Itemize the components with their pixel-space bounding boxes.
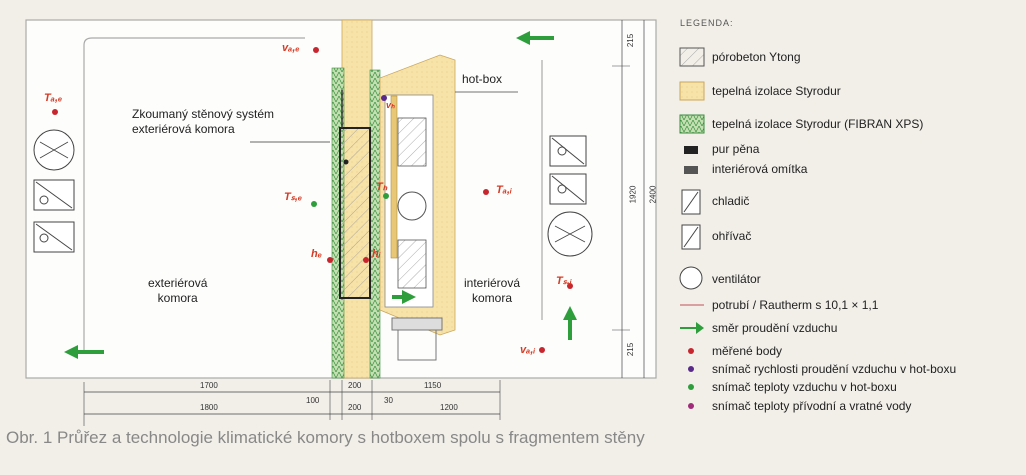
point-t-h — [383, 193, 389, 199]
legend-item: chladič — [712, 194, 750, 208]
legend-item: tepelná izolace Styrodur — [712, 84, 841, 98]
dim-1150: 1150 — [424, 381, 442, 390]
point-h-e — [327, 257, 333, 263]
point-v-ae — [313, 47, 319, 53]
point-t-ae — [52, 109, 58, 115]
dim-1700: 1700 — [200, 381, 218, 390]
label-t-ai: Tₐ,ᵢ — [496, 184, 512, 196]
dim-215-top: 215 — [626, 33, 636, 48]
wall-system-label: Zkoumaný stěnový systém exteriérová komo… — [132, 107, 275, 136]
legend-symbols — [679, 47, 705, 409]
dim-1800: 1800 — [200, 403, 218, 412]
legend-item: snímač rychlosti proudění vzduchu v hot-… — [712, 362, 957, 376]
legend-title: LEGENDA: — [680, 18, 734, 28]
label-t-ae: Tₐ,ₑ — [44, 92, 63, 104]
point-t-se — [311, 201, 317, 207]
legend-item: měřené body — [712, 344, 783, 358]
point-h-i — [363, 257, 369, 263]
label-t-si: Tₛ,ᵢ — [556, 275, 572, 287]
label-v-ai: vₐ,ᵢ — [520, 344, 536, 356]
legend-item: pur pěna — [712, 142, 760, 156]
legend-item: ventilátor — [712, 272, 761, 286]
dim-1920: 1920 — [628, 185, 638, 204]
legend-item: snímač teploty přívodní a vratné vody — [712, 399, 912, 413]
legend-item: pórobeton Ytong — [712, 50, 801, 64]
dim-200-bot: 200 — [348, 403, 362, 412]
airflow-arrow-hotbox — [392, 290, 416, 304]
point-t-ai — [483, 189, 489, 195]
legend-item: potrubí / Rautherm s 10,1 × 1,1 — [712, 298, 879, 312]
dim-2400: 2400 — [648, 185, 658, 204]
label-t-se: Tₛ,ₑ — [284, 191, 303, 203]
point-v-h — [381, 95, 387, 101]
dim-200-top: 200 — [348, 381, 362, 390]
wall-xps-right — [369, 69, 381, 379]
dim-100: 100 — [306, 396, 320, 405]
airflow-arrow-left — [64, 345, 104, 359]
legend-item: snímač teploty vzduchu v hot-boxu — [712, 380, 897, 394]
airflow-arrow-up — [563, 306, 577, 340]
dim-1200: 1200 — [440, 403, 458, 412]
legend-item: interiérová omítka — [712, 162, 808, 176]
label-v-ae: vₐ,ₑ — [282, 42, 300, 54]
dim-30: 30 — [384, 396, 393, 405]
wall-specimen — [339, 127, 371, 299]
interior-chamber-label: interiérová komora — [464, 276, 521, 305]
exterior-duct — [83, 37, 305, 350]
dim-215-bot: 215 — [626, 342, 636, 357]
label-h-e: hₑ — [311, 248, 323, 260]
figure-caption: Obr. 1 Průřez a technologie klimatické k… — [6, 428, 645, 447]
legend-item: ohřívač — [712, 229, 752, 243]
airflow-arrow-top — [516, 31, 554, 45]
label-t-h: Tₕ — [376, 181, 388, 193]
point-t-si — [567, 283, 573, 289]
label-v-h: vₕ — [386, 100, 395, 110]
label-h-i: hᵢ — [372, 248, 381, 260]
exterior-chamber-label: exteriérová komora — [148, 276, 208, 305]
legend-item: směr proudění vzduchu — [712, 321, 838, 335]
point-v-ai — [539, 347, 545, 353]
legend-item: tepelná izolace Styrodur (FIBRAN XPS) — [712, 117, 924, 131]
hot-box-label: hot-box — [462, 72, 503, 86]
